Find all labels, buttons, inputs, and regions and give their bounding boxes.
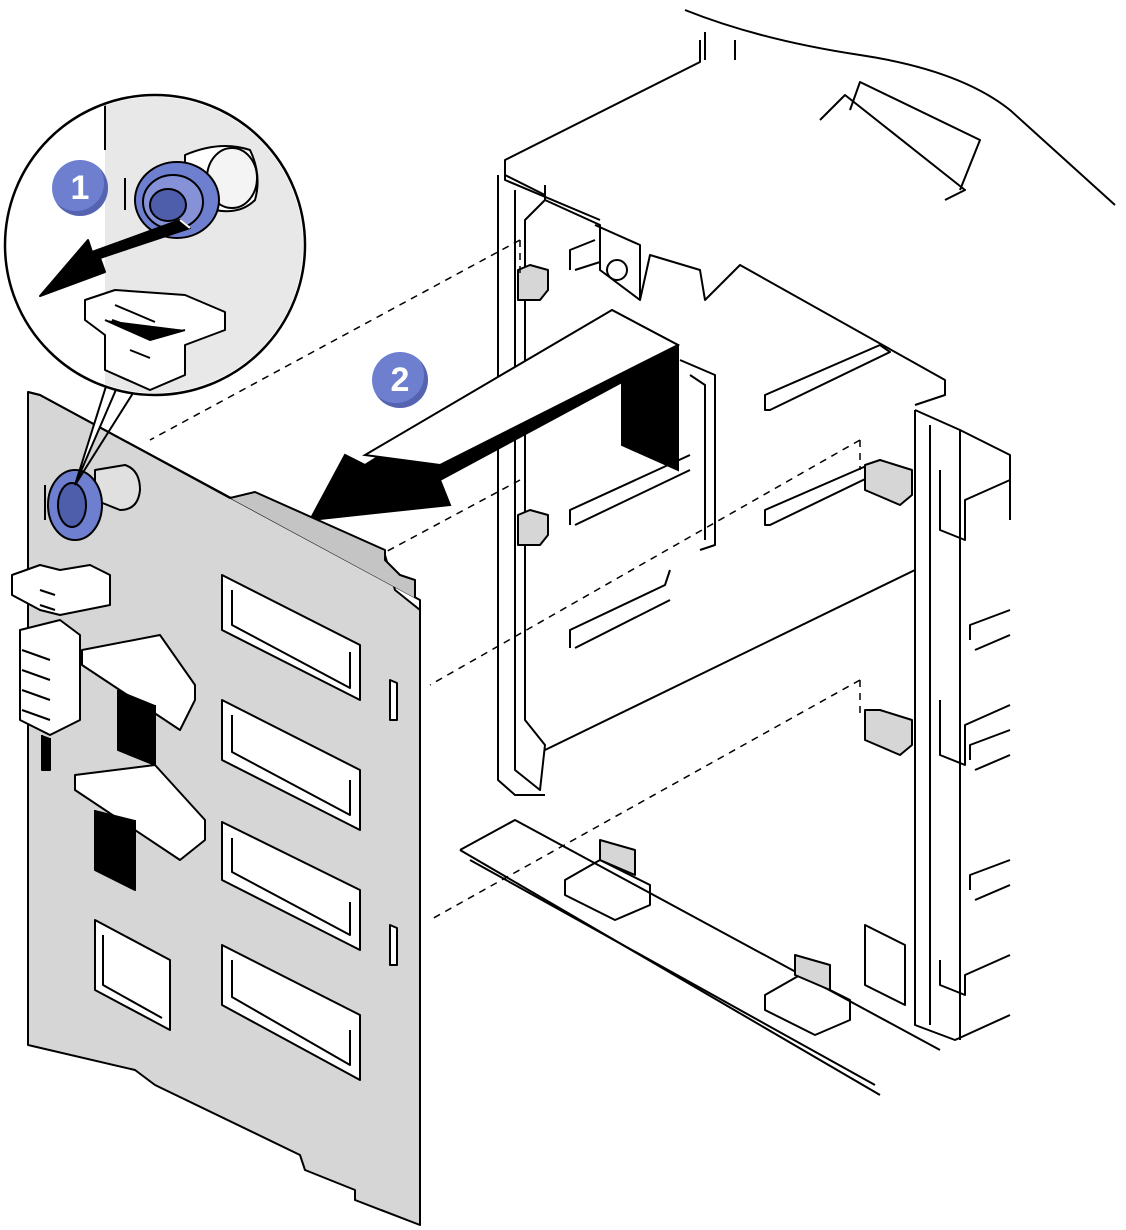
step-1-badge: 1 bbox=[52, 160, 108, 216]
backplane-board bbox=[11, 391, 421, 1226]
alignment-guides bbox=[149, 239, 861, 921]
step-2-badge: 2 bbox=[372, 352, 428, 408]
pull-arrow-icon bbox=[39, 219, 191, 297]
plunger-knob-icon bbox=[44, 464, 141, 541]
slide-out-arrow-icon bbox=[308, 308, 681, 522]
drive-cage bbox=[459, 9, 1116, 1096]
